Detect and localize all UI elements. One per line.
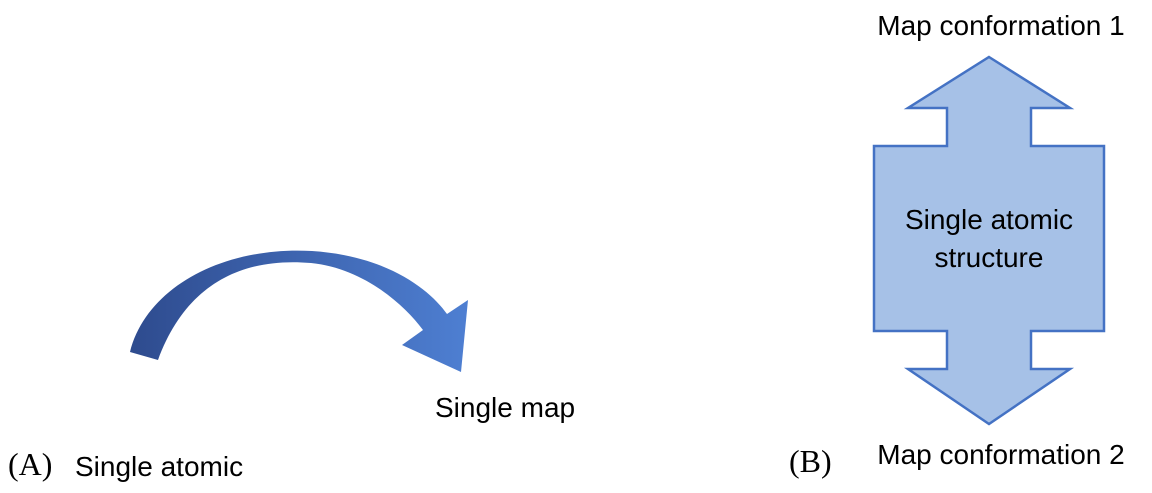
panel-a-map-label: Single map (435, 392, 576, 423)
panel-b-structure-label-line2: structure (934, 241, 1044, 273)
curved-arrow-path (130, 250, 468, 372)
panel-b-bottom-label: Map conformation 2 (877, 439, 1125, 470)
panel-a-letter: (A) (8, 446, 53, 482)
panel-a-structure-label: Single atomic structure (75, 372, 243, 493)
panel-b-structure-label-line1: Single atomic (904, 203, 1074, 235)
panel-b-structure-label: Single atomic structure (874, 146, 1104, 331)
panel-b-top-label: Map conformation 1 (877, 10, 1125, 41)
panel-a-structure-label-line1: Single atomic (75, 451, 244, 482)
double-headed-arrow-polygon (872, 55, 1106, 426)
panel-b-letter: (B) (789, 443, 832, 479)
